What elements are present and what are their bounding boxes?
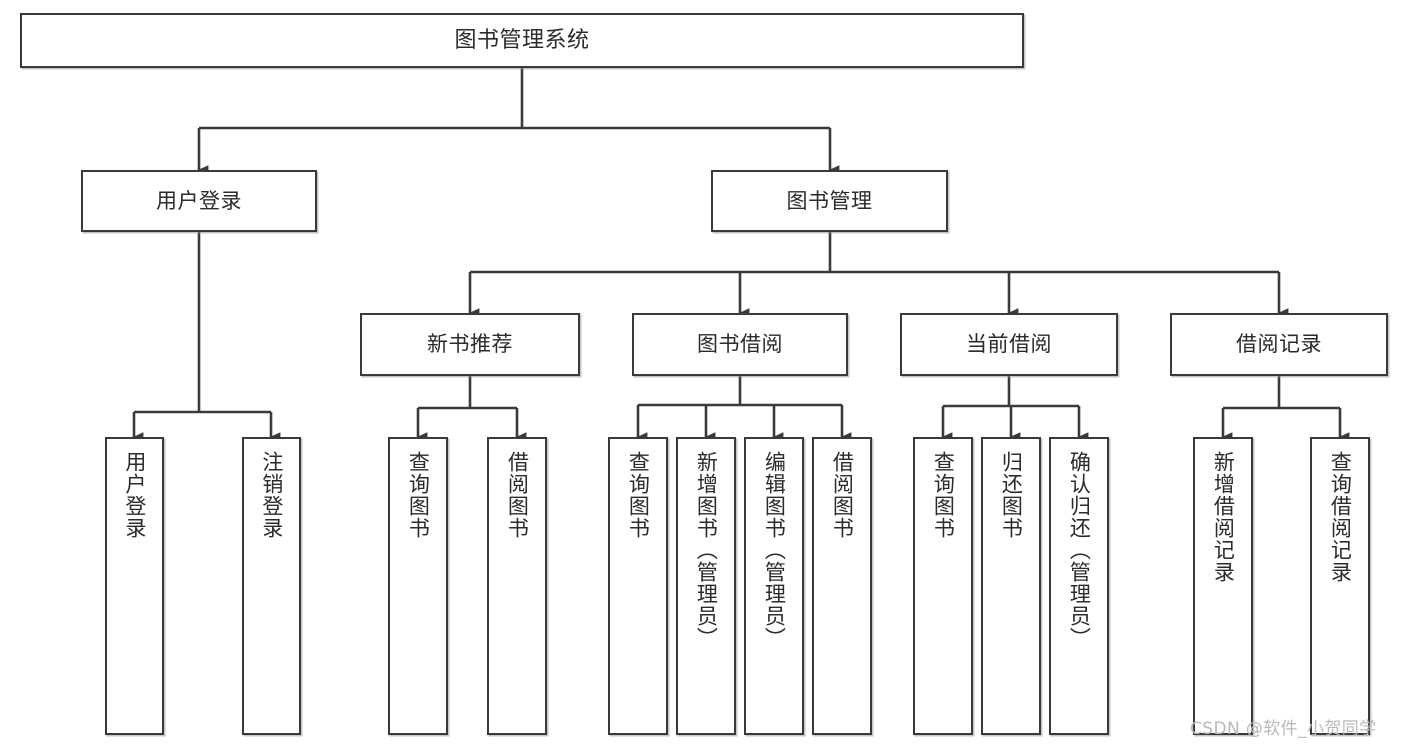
leaf-query-borrow-record[interactable]: 查询借阅记录: [1310, 437, 1370, 735]
node-label: 图书管理系统: [454, 27, 590, 53]
node-label: 新增图书（管理员）: [694, 451, 719, 649]
leaf-borrow-book[interactable]: 借阅图书: [812, 437, 872, 735]
node-book-borrowing[interactable]: 图书借阅: [632, 313, 848, 376]
node-label: 用户登录: [122, 451, 147, 539]
node-label: 当前借阅: [966, 332, 1052, 357]
leaf-return-book[interactable]: 归还图书: [981, 437, 1041, 735]
node-label: 查询图书: [931, 451, 956, 539]
node-label: 用户登录: [156, 188, 242, 213]
leaf-edit-book-admin[interactable]: 编辑图书（管理员）: [744, 437, 804, 735]
node-label: 新书推荐: [427, 332, 513, 357]
node-label: 借阅记录: [1236, 332, 1322, 357]
node-label: 借阅图书: [830, 451, 855, 539]
leaf-add-borrow-record[interactable]: 新增借阅记录: [1193, 437, 1253, 735]
node-label: 归还图书: [999, 451, 1024, 539]
leaf-borrow-book-new[interactable]: 借阅图书: [487, 437, 547, 735]
node-label: 查询借阅记录: [1328, 451, 1353, 583]
node-label: 确认归还（管理员）: [1067, 451, 1092, 649]
node-user-login[interactable]: 用户登录: [81, 170, 317, 232]
node-label: 查询图书: [626, 451, 651, 539]
csdn-watermark: CSDN @软件_小贺同学: [1190, 719, 1377, 739]
node-label: 借阅图书: [505, 451, 530, 539]
leaf-logout[interactable]: 注销登录: [242, 437, 301, 735]
node-root-book-management-system[interactable]: 图书管理系统: [20, 13, 1024, 68]
leaf-query-book-current[interactable]: 查询图书: [913, 437, 973, 735]
leaf-query-book-borrow[interactable]: 查询图书: [608, 437, 668, 735]
leaf-user-login[interactable]: 用户登录: [105, 437, 164, 735]
node-new-book-recommendation[interactable]: 新书推荐: [360, 313, 580, 376]
leaf-add-book-admin[interactable]: 新增图书（管理员）: [676, 437, 736, 735]
leaf-confirm-return-admin[interactable]: 确认归还（管理员）: [1049, 437, 1109, 735]
node-current-borrowing[interactable]: 当前借阅: [900, 313, 1118, 376]
node-label: 图书借阅: [697, 332, 783, 357]
node-borrowing-records[interactable]: 借阅记录: [1170, 313, 1388, 376]
node-label: 编辑图书（管理员）: [762, 451, 787, 649]
node-label: 注销登录: [259, 451, 284, 539]
node-book-management[interactable]: 图书管理: [711, 170, 948, 232]
node-label: 图书管理: [786, 188, 873, 213]
leaf-query-book-new[interactable]: 查询图书: [388, 437, 448, 735]
node-label: 查询图书: [406, 451, 431, 539]
node-label: 新增借阅记录: [1211, 451, 1236, 583]
